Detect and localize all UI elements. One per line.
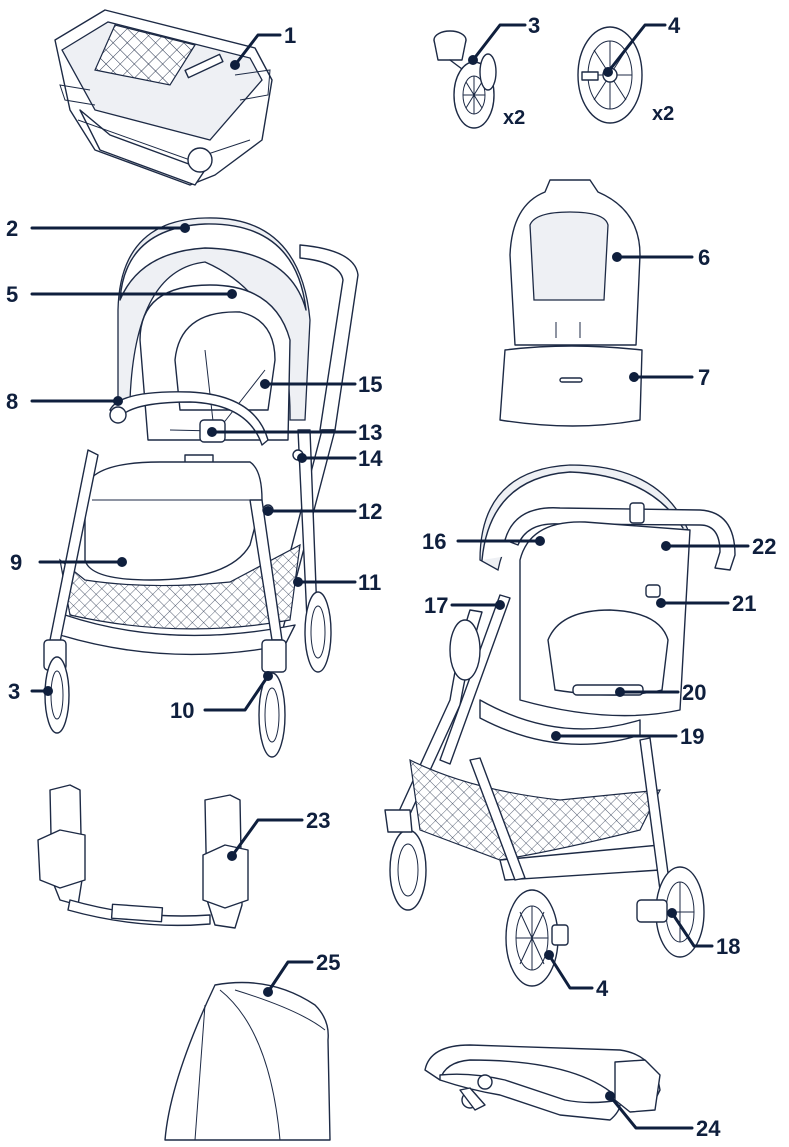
seat-liner <box>499 179 643 427</box>
callout-18: 18 <box>716 934 740 959</box>
callout-5: 5 <box>6 282 18 307</box>
callout-2: 2 <box>6 216 18 241</box>
callout-1: 1 <box>284 23 296 48</box>
front-swivel-wheel <box>433 30 497 129</box>
callout-20: 20 <box>682 680 706 705</box>
callout-6: 6 <box>698 245 710 270</box>
callout-4-top: 4 <box>668 13 681 38</box>
callout-4-bottom: 4 <box>596 976 609 1001</box>
callout-11: 11 <box>358 570 381 595</box>
callout-23: 23 <box>306 808 330 833</box>
folded-stroller <box>54 9 273 186</box>
bumper-bar <box>424 1044 661 1121</box>
callout-12: 12 <box>358 499 382 524</box>
callout-10: 10 <box>170 698 194 723</box>
stroller-front-view <box>43 217 359 758</box>
callout-17: 17 <box>424 593 448 618</box>
callout-7: 7 <box>698 365 710 390</box>
callout-19: 19 <box>680 724 704 749</box>
callout-24: 24 <box>696 1116 721 1141</box>
rear-wheel-quantity: x2 <box>652 103 674 125</box>
callout-22: 22 <box>752 534 776 559</box>
car-seat-adapters <box>37 784 249 929</box>
callout-3-left: 3 <box>8 679 20 704</box>
callout-9: 9 <box>10 550 22 575</box>
callout-15: 15 <box>358 372 382 397</box>
callout-3-top: 3 <box>528 13 540 38</box>
callout-leaders <box>30 23 750 1130</box>
front-wheel-quantity: x2 <box>503 107 525 129</box>
callout-14: 14 <box>358 446 383 471</box>
rain-cover <box>164 981 331 1141</box>
stroller-rear-view <box>384 464 736 987</box>
callout-8: 8 <box>6 389 18 414</box>
callout-25: 25 <box>316 950 340 975</box>
callout-numbers: 1 2 3 3 4 4 5 6 7 8 9 10 11 12 13 14 15 … <box>6 13 776 1141</box>
callout-21: 21 <box>732 591 756 616</box>
callout-13: 13 <box>358 420 382 445</box>
callout-16: 16 <box>422 529 446 554</box>
